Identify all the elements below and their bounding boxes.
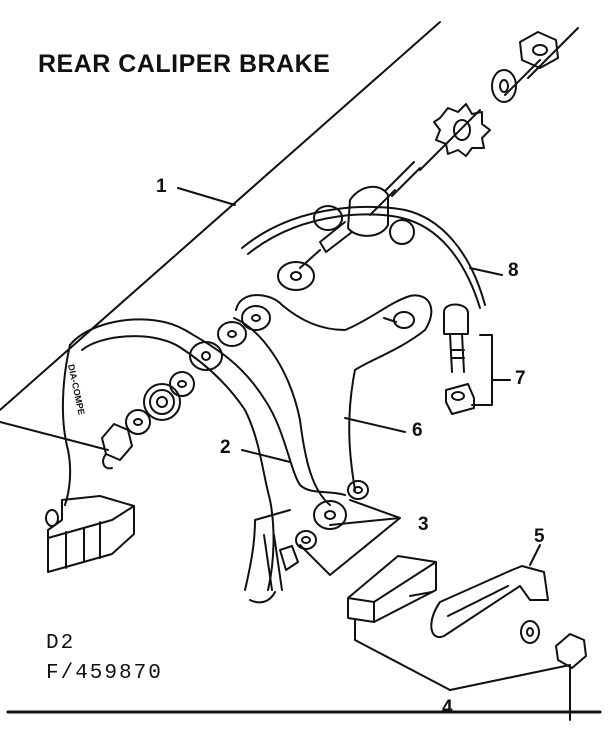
axis-line: [299, 59, 541, 269]
center-bolt: [319, 161, 421, 253]
washer-mid: [277, 261, 315, 291]
caliper-arm-2: DIA-COMPE: [61, 318, 347, 604]
callout-7: 7: [515, 368, 526, 389]
callout-8: 8: [508, 260, 519, 281]
frame-line: [527, 27, 579, 79]
leader-8: [469, 267, 503, 276]
acorn-nut-left: [101, 423, 133, 470]
frame-line: [0, 21, 441, 411]
star-washer: [433, 103, 491, 157]
callout-3: 3: [418, 514, 429, 535]
brake-shoe-left: [45, 495, 135, 573]
washer-top: [491, 69, 517, 103]
nut-top: [519, 31, 559, 69]
pivot-washers: [125, 321, 247, 435]
leader-7: [471, 334, 511, 406]
acorn-nut-right: [555, 633, 587, 669]
caliper-arm-6: [233, 294, 433, 506]
washer-low: [520, 620, 540, 644]
brake-shoe-4: [347, 555, 437, 623]
leader-6: [344, 417, 406, 433]
callout-1: 1: [156, 176, 167, 197]
shoe-hardware-3: [279, 480, 369, 571]
diagram-title: REAR CALIPER BRAKE: [38, 50, 331, 78]
brand-mark: DIA-COMPE: [66, 363, 86, 415]
axis-line: [0, 421, 109, 451]
callout-4: 4: [442, 697, 453, 718]
leader-4: [354, 619, 571, 721]
leader-3: [299, 499, 401, 576]
model-code: D2: [46, 632, 76, 655]
callout-2: 2: [220, 437, 231, 458]
leader-2: [241, 449, 291, 463]
leader-5: [529, 544, 541, 566]
callout-5: 5: [534, 526, 545, 547]
callout-6: 6: [412, 420, 423, 441]
bolt-7: [443, 303, 469, 373]
cable-hanger-5: [430, 565, 549, 639]
nut-7: [445, 383, 475, 415]
spring-8: [241, 205, 486, 309]
part-number: F/459870: [46, 662, 163, 685]
leader-1: [177, 187, 236, 206]
